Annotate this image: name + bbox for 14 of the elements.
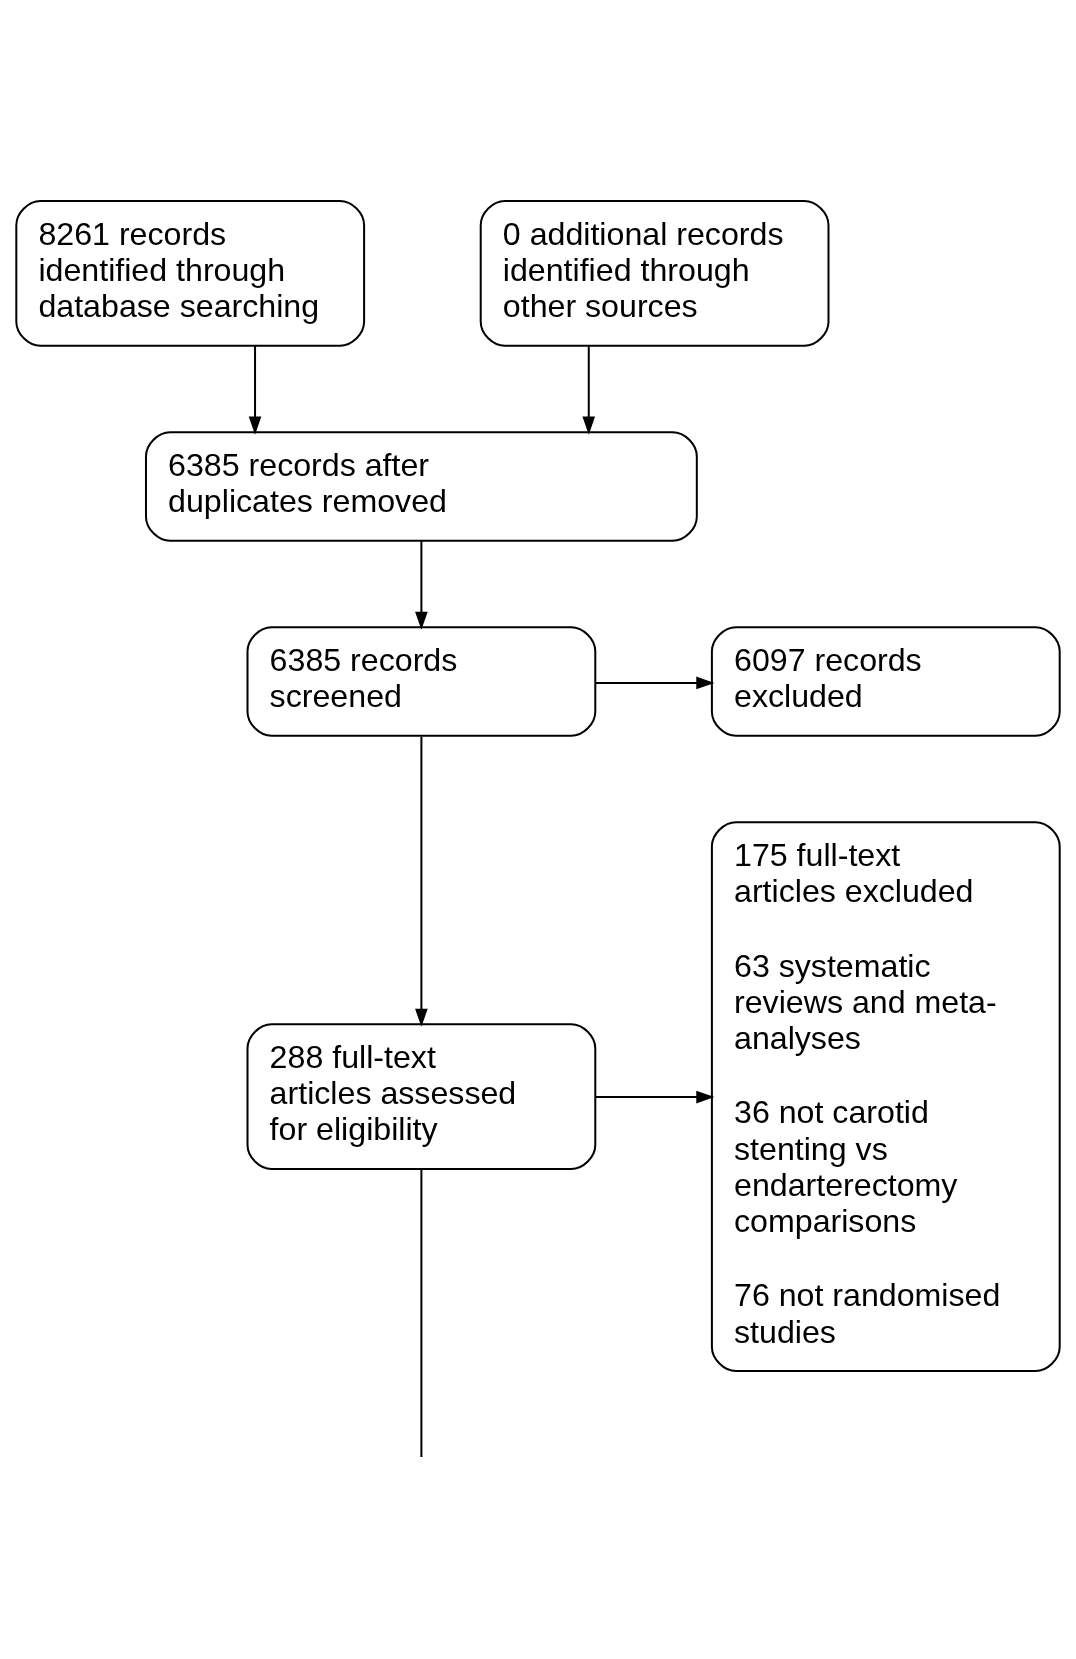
- node-box: 288 full-text articles assessed for eligibility: [246, 1022, 597, 1170]
- node-box: 8261 records identified through database searching: [15, 199, 366, 347]
- arrow: [595, 676, 715, 689]
- node-box: 175 full-text articles excluded 63 systematic reviews and meta-analyses 36 not carotid stenting vs endarterectomy comparisons 76 not randomised studies: [710, 820, 1061, 1372]
- arrow: [248, 345, 262, 435]
- arrow: [415, 540, 428, 630]
- node-box: 6385 records after duplicates removed: [144, 430, 698, 542]
- node-box: 6385 records screened: [246, 625, 597, 737]
- node-box: 0 additional records identified through other sources: [479, 199, 830, 347]
- arrow: [415, 736, 428, 1027]
- connector: [420, 1169, 423, 1457]
- arrow: [582, 345, 596, 435]
- node-box: 6097 records excluded: [710, 625, 1061, 737]
- arrow: [595, 1090, 715, 1103]
